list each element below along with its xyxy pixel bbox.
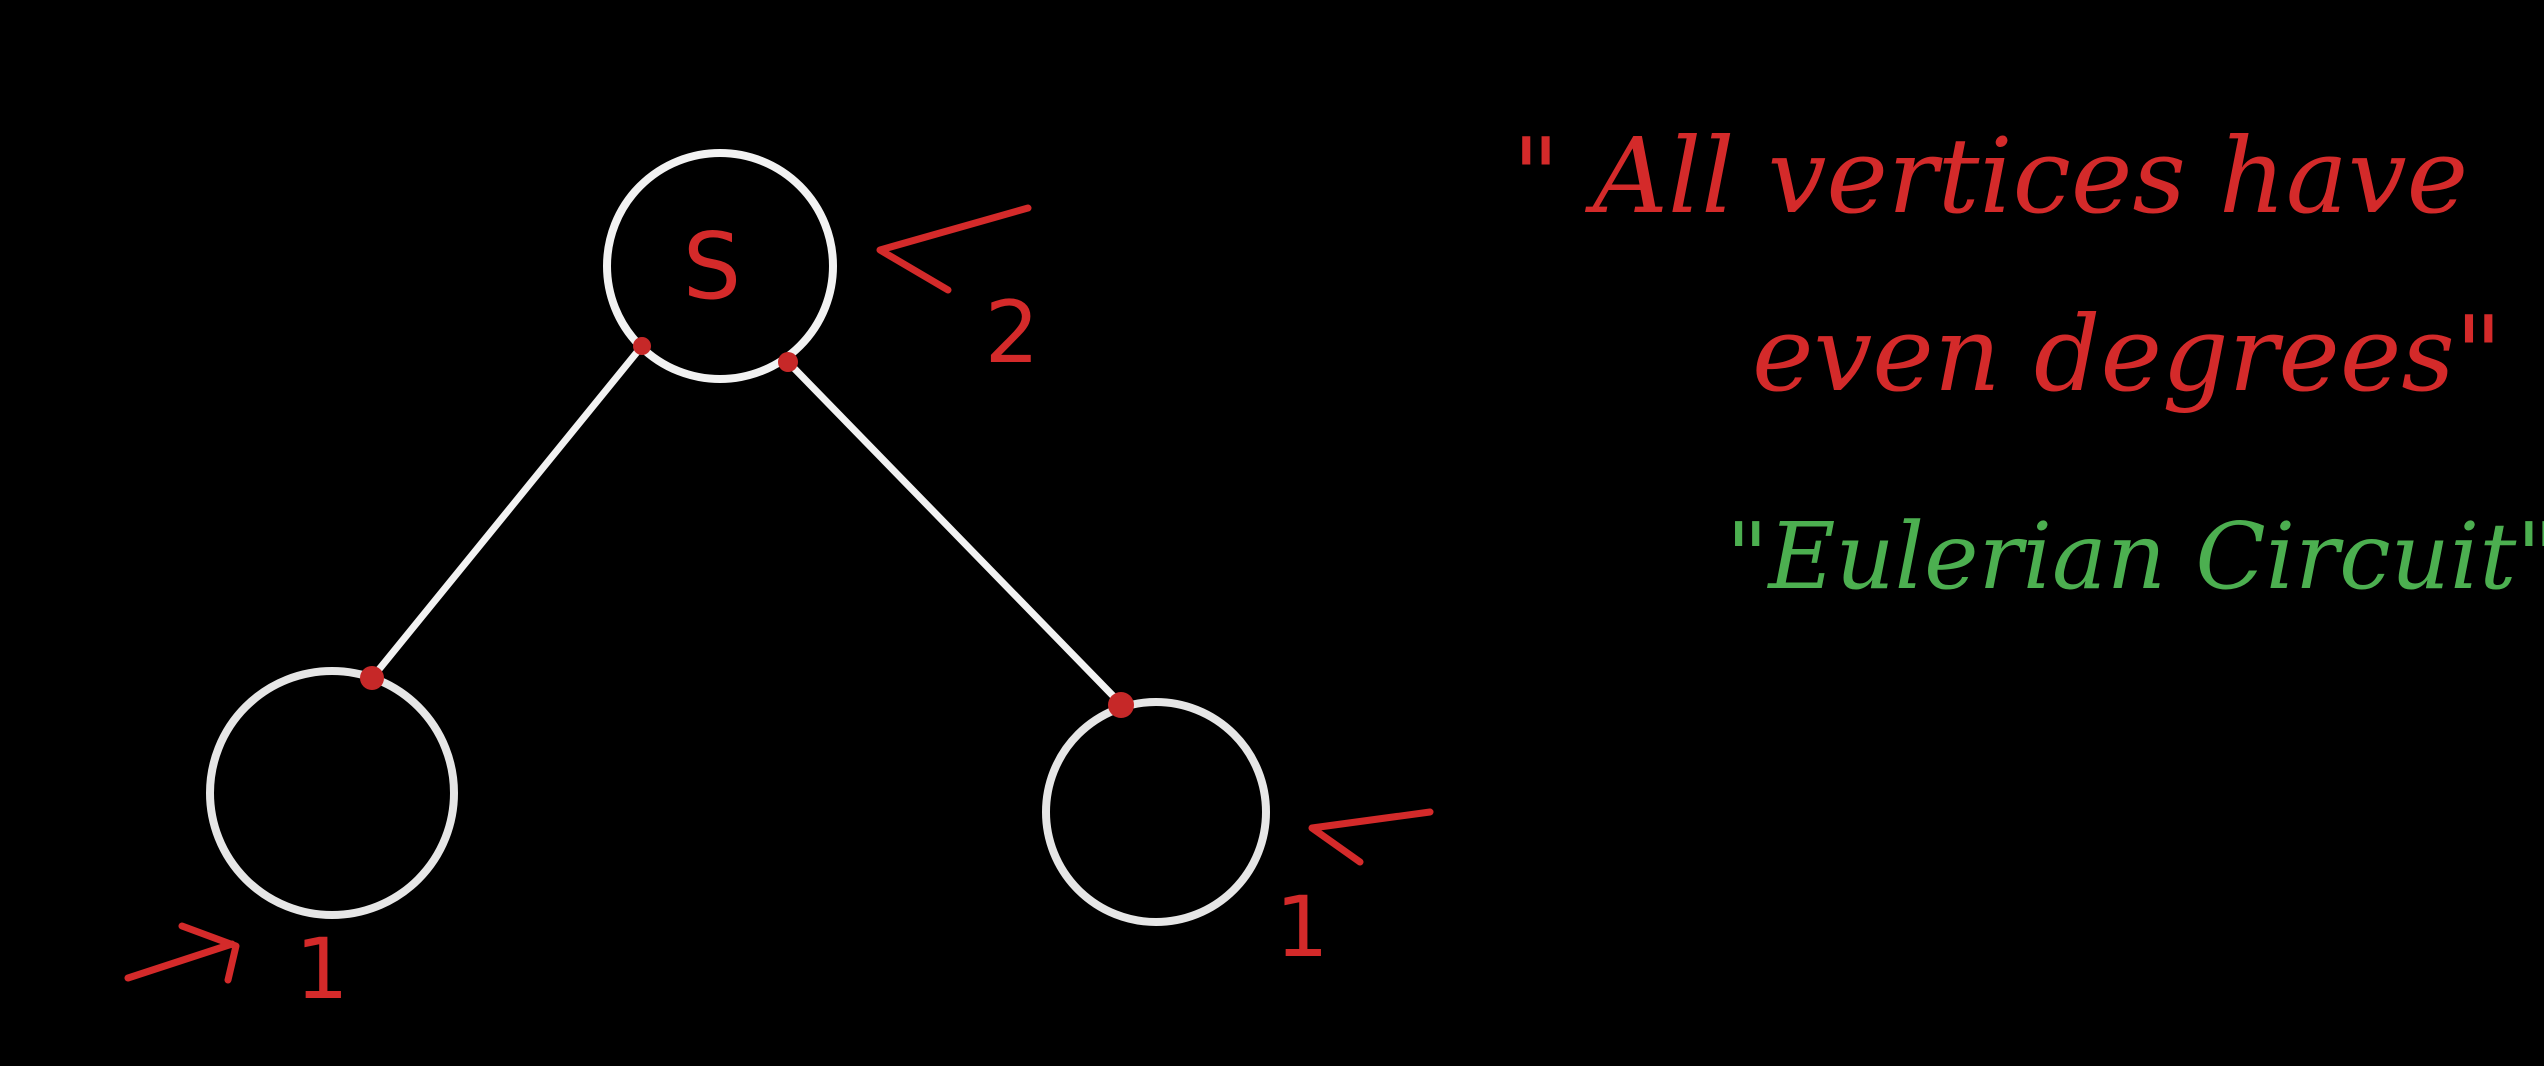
- note-line-2: even degrees": [1752, 293, 2503, 415]
- endpoint-dot: [633, 337, 651, 355]
- graph-nodes: S: [206, 149, 1270, 926]
- edge-top-to-bottom-right: [784, 358, 1124, 707]
- node-bottom-right-circle: [1042, 698, 1270, 926]
- endpoint-dot: [778, 352, 798, 372]
- edge-top-to-bottom-left: [368, 342, 646, 682]
- endpoint-dot: [360, 666, 384, 690]
- degree-label-top: 2: [985, 283, 1040, 383]
- graph-edges: [368, 342, 1124, 707]
- degree-labels: 2 1 1: [295, 283, 1328, 1018]
- edge-endpoint-dots: [360, 337, 1134, 718]
- endpoint-dot: [1108, 692, 1134, 718]
- node-top-label: S: [683, 213, 741, 320]
- node-bottom-right: [1042, 698, 1270, 926]
- node-bottom-left-circle: [206, 667, 458, 919]
- note-line-3: "Eulerian Circuit": [1726, 503, 2544, 610]
- degree-label-bottom-right: 1: [1275, 878, 1328, 976]
- node-top-circle: [603, 149, 837, 383]
- degree-arrows: [124, 204, 1434, 984]
- arrow-left-icon: [1308, 808, 1434, 866]
- arrow-right-icon: [124, 922, 240, 984]
- degree-label-bottom-left: 1: [295, 920, 348, 1018]
- node-top: S: [603, 149, 837, 383]
- node-bottom-left: [206, 667, 458, 919]
- note-line-1: " All vertices have: [1512, 115, 2468, 237]
- arrow-left-icon: [876, 204, 1032, 294]
- notes: " All vertices have even degrees" "Euler…: [1512, 115, 2544, 610]
